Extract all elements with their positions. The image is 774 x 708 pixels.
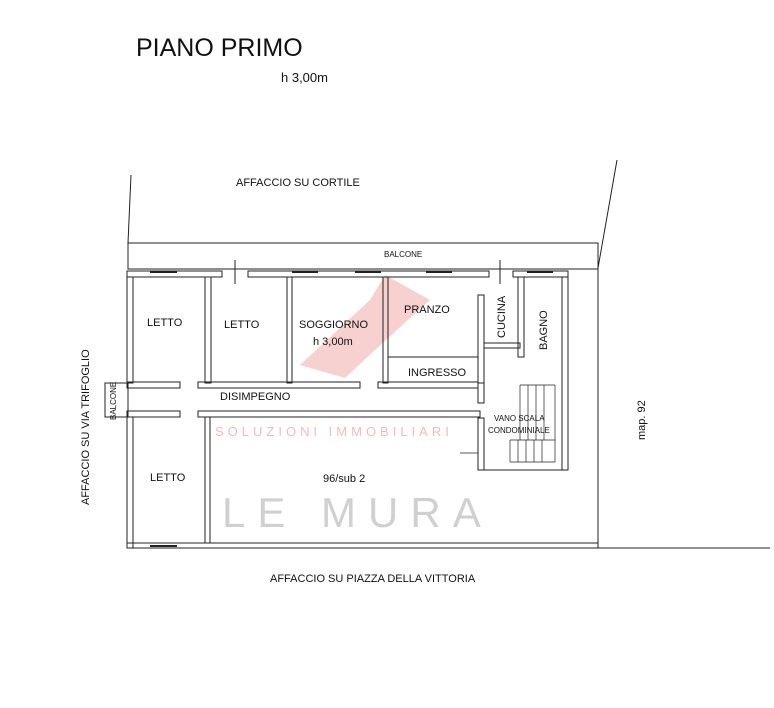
room-soggiorno: SOGGIORNO: [299, 319, 369, 331]
room-bagno: BAGNO: [538, 310, 550, 350]
label-east: map. 92: [636, 400, 648, 440]
room-disimpegno: DISIMPEGNO: [220, 391, 291, 403]
label-balcone-top: BALCONE: [384, 250, 423, 259]
unit-label: 96/sub 2: [323, 473, 366, 485]
room-letto-2: LETTO: [224, 319, 260, 331]
label-west: AFFACCIO SU VIA TRIFOGLIO: [80, 349, 92, 505]
room-letto-3: LETTO: [150, 472, 186, 484]
room-soggiorno-height: h 3,00m: [313, 336, 353, 348]
label-balcone-side: BALCONE: [109, 381, 118, 420]
balcony-side: [104, 382, 129, 418]
room-letto-1: LETTO: [147, 317, 183, 329]
room-condominiale: CONDOMINIALE: [488, 426, 550, 435]
ceiling-height: h 3,00m: [281, 70, 328, 85]
room-vano-scala: VANO SCALA: [494, 414, 545, 423]
watermark-brand: LE MURA: [222, 489, 493, 536]
balcony-top: [127, 242, 599, 270]
room-pranzo: PRANZO: [404, 304, 450, 316]
label-south: AFFACCIO SU PIAZZA DELLA VITTORIA: [270, 573, 476, 585]
page-title: PIANO PRIMO: [136, 34, 303, 62]
room-cucina: CUCINA: [496, 295, 508, 338]
watermark-tagline: SOLUZIONI IMMOBILIARI: [215, 424, 453, 439]
room-ingresso: INGRESSO: [408, 367, 467, 379]
watermark-mark: [300, 275, 430, 378]
label-north: AFFACCIO SU CORTILE: [236, 177, 360, 189]
walls: [104, 159, 770, 549]
watermark-logo: [300, 275, 430, 378]
